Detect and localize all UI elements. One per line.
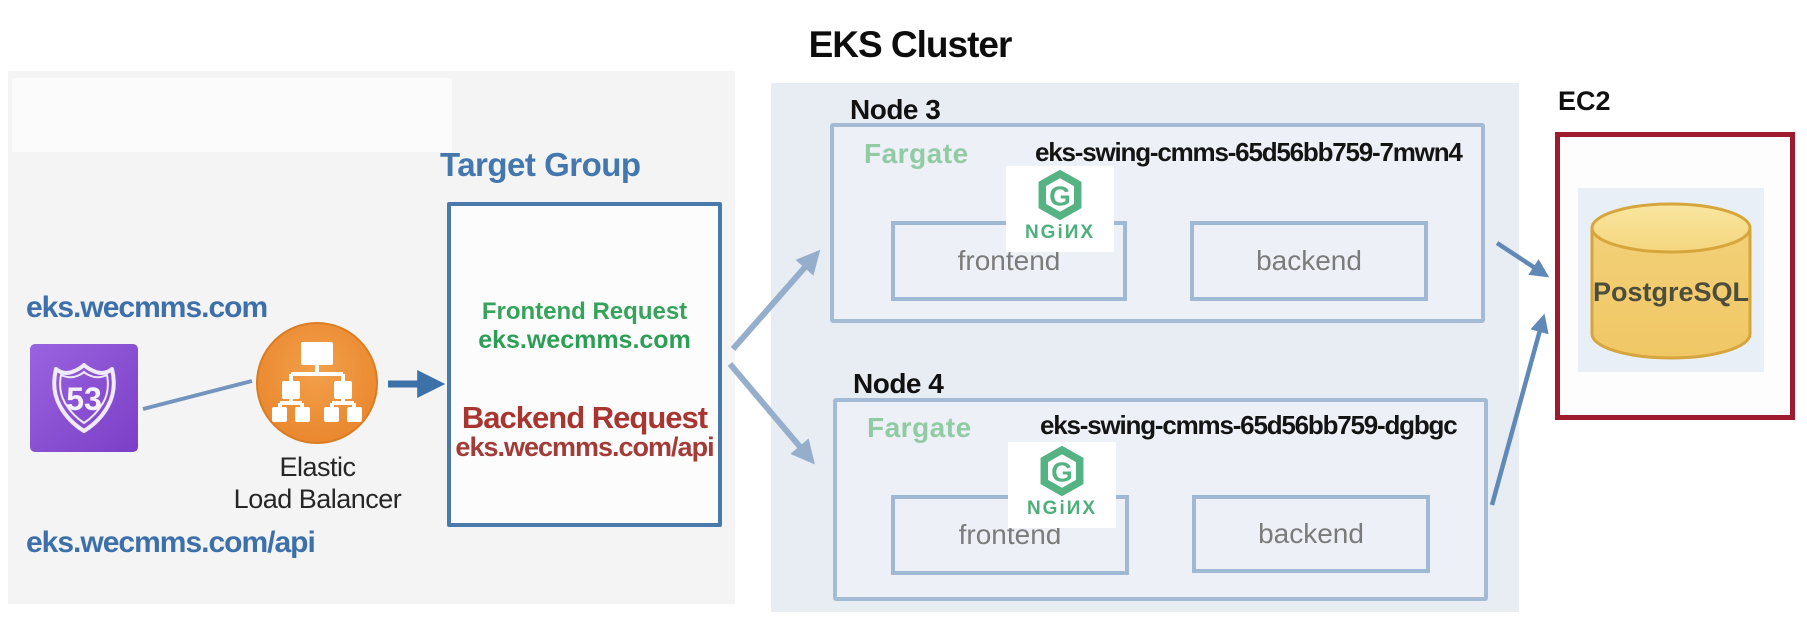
node4-pod-name: eks-swing-cmms-65d56bb759-dgbgc — [1040, 410, 1458, 440]
backend-request-host: eks.wecmms.com/api — [455, 432, 714, 462]
node4-backend-box: backend — [1192, 495, 1430, 573]
node4-backend-label: backend — [1258, 518, 1364, 549]
backend-request-label: Backend Request — [461, 400, 708, 435]
node3-backend-label: backend — [1256, 245, 1362, 276]
target-group-box: Frontend Request eks.wecmms.com Backend … — [447, 202, 722, 527]
elb-caption-line1: Elastic — [279, 452, 356, 482]
left-panel-highlight — [12, 78, 452, 152]
elastic-load-balancer-icon — [255, 321, 379, 445]
frontend-request-label: Frontend Request — [481, 298, 688, 325]
node4-label: Node 4 — [853, 368, 944, 399]
node3-pod-name: eks-swing-cmms-65d56bb759-7mwn4 — [1035, 137, 1463, 167]
node4-nginx-wordmark: NGiИX — [1026, 498, 1098, 519]
node4-fargate-label: Fargate — [867, 412, 972, 443]
node3-fargate-label: Fargate — [864, 138, 969, 169]
nginx-monogram: G — [1051, 456, 1073, 487]
node3-label: Node 3 — [850, 94, 941, 125]
node3-nginx-logo-icon: G NGiИX — [1006, 166, 1114, 252]
frontend-request-host: eks.wecmms.com — [478, 326, 691, 354]
route53-icon: 53 — [30, 344, 138, 452]
node4-nginx-logo-icon: G NGiИX — [1008, 442, 1116, 528]
node3-backend-box: backend — [1190, 221, 1428, 301]
postgresql-label: PostgreSQL — [1593, 277, 1749, 307]
elb-caption: Elastic Load Balancer — [225, 452, 410, 516]
node4-box — [833, 398, 1488, 601]
nginx-monogram: G — [1049, 180, 1071, 211]
ec2-label: EC2 — [1558, 86, 1611, 116]
elb-caption-line2: Load Balancer — [233, 483, 402, 514]
frontend-domain-label: eks.wecmms.com — [26, 291, 268, 324]
postgresql-icon: PostgreSQL — [1578, 188, 1764, 372]
node3-nginx-wordmark: NGiИX — [1024, 222, 1096, 243]
diagram-title: EKS Cluster — [808, 24, 1013, 65]
backend-domain-label: eks.wecmms.com/api — [26, 526, 316, 559]
target-group-title: Target Group — [440, 146, 641, 183]
route53-number: 53 — [66, 381, 102, 417]
